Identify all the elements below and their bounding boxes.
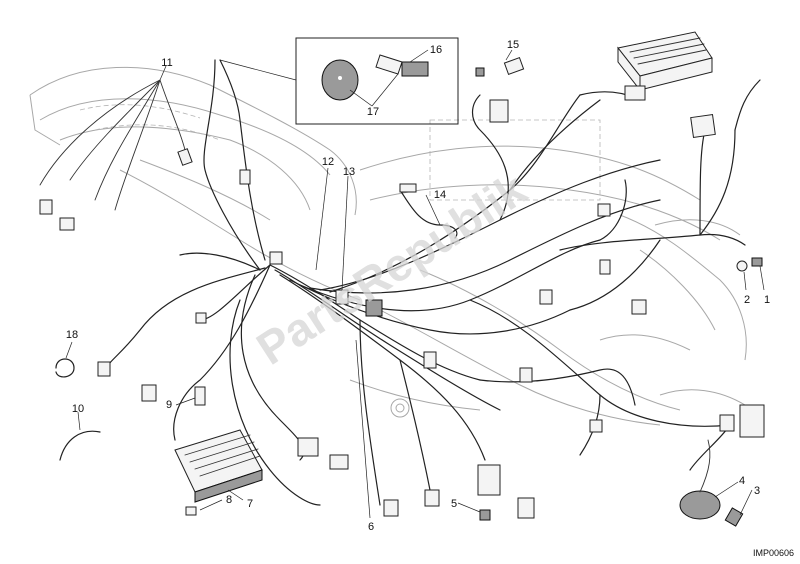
callout-14: 14 xyxy=(434,189,446,201)
callout-7: 7 xyxy=(247,498,253,510)
inset-box xyxy=(219,37,459,125)
leader-lines xyxy=(65,49,765,519)
callout-2: 2 xyxy=(744,294,750,306)
ecu-module xyxy=(617,31,713,92)
callout-15: 15 xyxy=(507,39,519,51)
callout-17: 17 xyxy=(367,106,379,118)
callout-4: 4 xyxy=(739,475,745,487)
callout-8: 8 xyxy=(226,494,232,506)
callout-16: 16 xyxy=(430,44,442,56)
callout-1: 1 xyxy=(764,294,770,306)
callout-13: 13 xyxy=(343,166,355,178)
drawing-code: IMP00606 xyxy=(753,548,794,558)
callout-10: 10 xyxy=(72,403,84,415)
callout-9: 9 xyxy=(166,399,172,411)
callout-labels: 1 2 3 4 5 6 7 8 9 10 11 12 13 14 15 16 1… xyxy=(66,39,770,533)
callout-11: 11 xyxy=(161,57,172,69)
callout-5: 5 xyxy=(451,498,457,510)
callout-18: 18 xyxy=(66,329,78,341)
callout-12: 12 xyxy=(322,156,334,168)
callout-6: 6 xyxy=(368,521,374,533)
components xyxy=(39,56,765,527)
callout-3: 3 xyxy=(754,485,760,497)
